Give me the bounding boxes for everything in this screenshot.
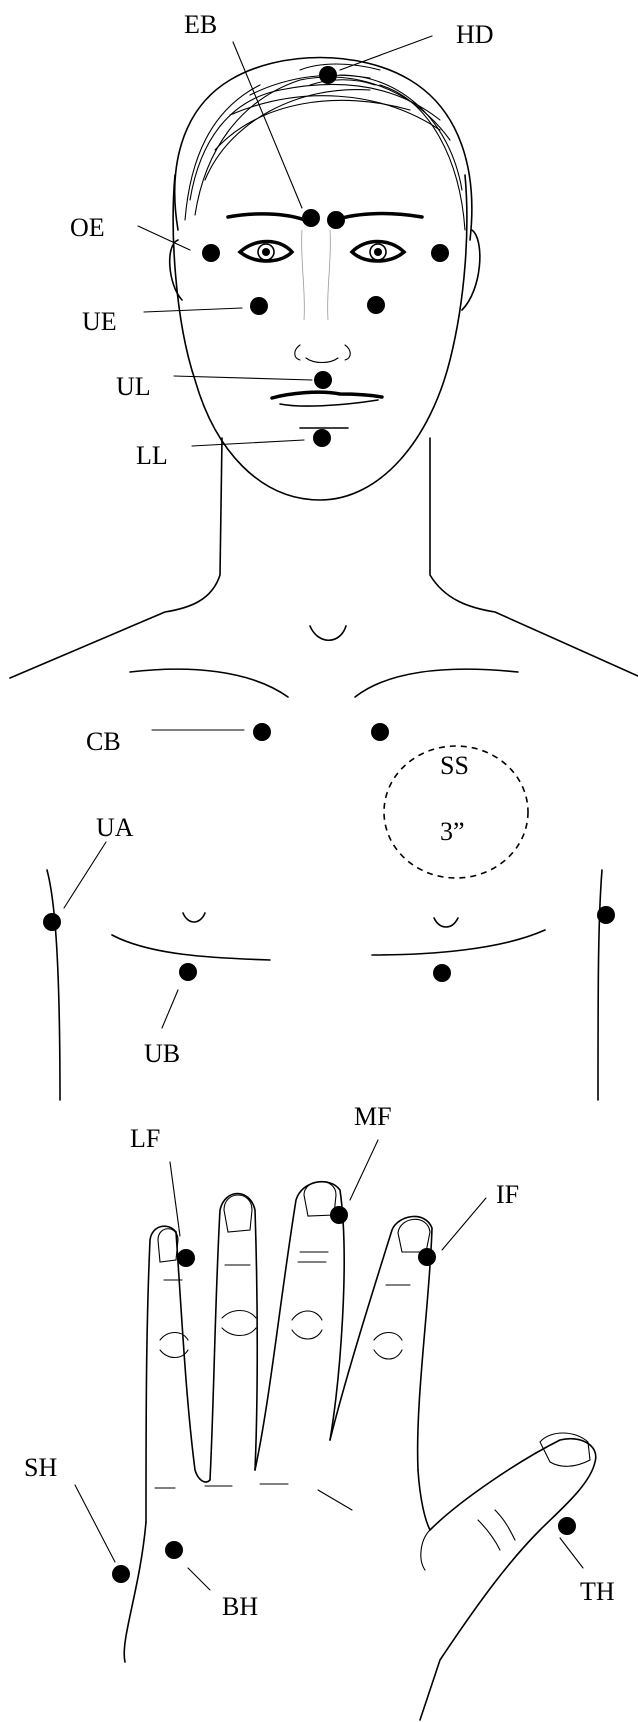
label-bh: BH <box>222 1592 258 1621</box>
point-oe-right <box>431 244 449 262</box>
point-ub-right <box>433 964 451 982</box>
label-cb: CB <box>86 727 121 756</box>
point-mf <box>330 1206 348 1224</box>
label-ua: UA <box>96 813 134 842</box>
point-cb-left <box>253 723 271 741</box>
torso-illustration <box>10 438 638 1100</box>
point-sh <box>112 1565 130 1583</box>
label-if: IF <box>496 1180 519 1209</box>
label-lf: LF <box>130 1124 160 1153</box>
label-ll: LL <box>136 441 168 470</box>
point-eb-right <box>327 211 345 229</box>
point-bh <box>165 1541 183 1559</box>
label-th: TH <box>580 1577 615 1606</box>
label-eb: EB <box>184 10 217 39</box>
label-ub: UB <box>144 1039 180 1068</box>
label-ul: UL <box>116 372 151 401</box>
label-oe: OE <box>70 213 105 242</box>
label-mf: MF <box>354 1102 392 1131</box>
point-eb-left <box>302 209 320 227</box>
point-th <box>558 1517 576 1535</box>
point-ub-left <box>179 963 197 981</box>
point-oe-left <box>202 244 220 262</box>
label-hd: HD <box>456 20 494 49</box>
point-cb-right <box>371 723 389 741</box>
point-ll <box>313 429 331 447</box>
point-ua-left <box>43 913 61 931</box>
point-lf <box>177 1249 195 1267</box>
point-ul <box>314 371 332 389</box>
point-ue-left <box>250 297 268 315</box>
point-if <box>418 1248 436 1266</box>
point-ue-right <box>367 296 385 314</box>
leader-lines <box>64 36 583 1590</box>
label-sh: SH <box>24 1453 57 1482</box>
hand-illustration <box>124 1181 596 1720</box>
label-ss: SS <box>440 751 469 780</box>
label-ue: UE <box>82 307 117 336</box>
point-hd <box>319 66 337 84</box>
point-labels: EB HD OE UE UL LL CB SS 3” UA UB LF MF I… <box>24 10 615 1621</box>
label-ss-size: 3” <box>440 817 465 846</box>
point-ua-right <box>597 906 615 924</box>
